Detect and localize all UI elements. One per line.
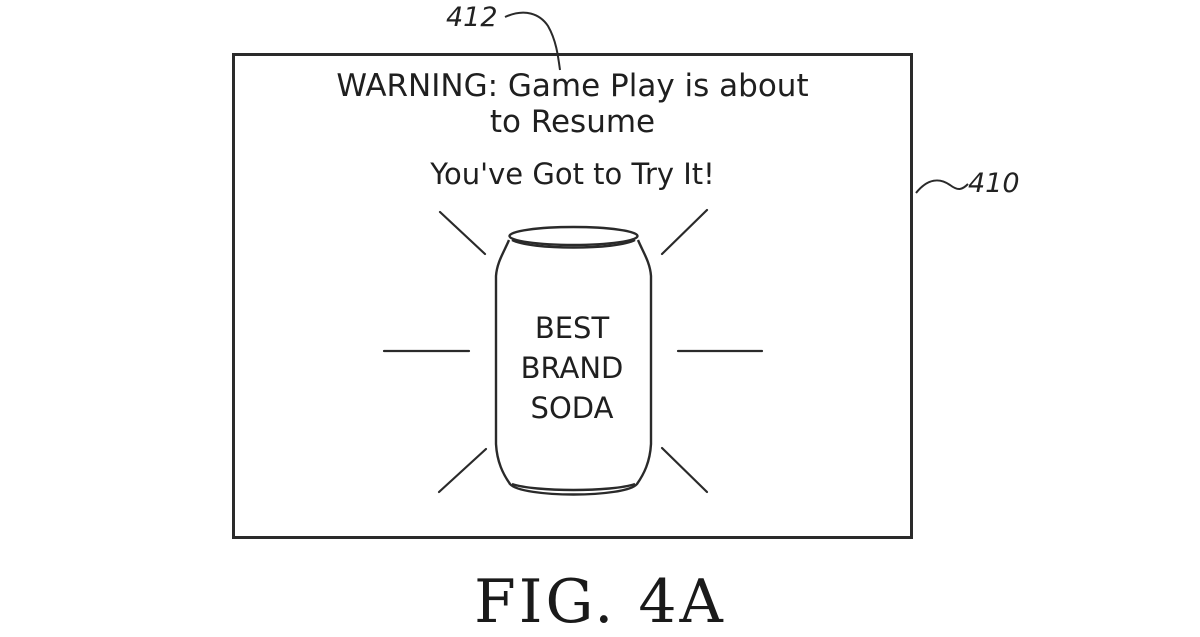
warning-line-1: WARNING: Game Play is about (336, 68, 809, 104)
ray-upper-left (438, 210, 487, 256)
warning-message: WARNING: Game Play is about to Resume (235, 68, 910, 140)
can-bottom-rim (511, 482, 636, 492)
can-body (494, 239, 653, 496)
ad-tagline: You've Got to Try It! (430, 157, 715, 191)
diagram-drawing (382, 11, 969, 496)
can-label-line-2: BRAND (520, 351, 624, 385)
reference-numeral-412: 412 (446, 2, 498, 33)
can-brand-label: BEST BRAND SODA (502, 308, 642, 428)
highlight-rays (382, 208, 764, 494)
can-label-line-3: SODA (530, 391, 614, 425)
can-lid-rim (511, 238, 636, 249)
reference-numeral-410: 410 (968, 168, 1020, 199)
leader-line-412 (504, 11, 561, 71)
figure-caption: FIG. 4A (474, 567, 726, 637)
soda-can-icon (494, 225, 653, 496)
leader-line-410 (915, 179, 969, 194)
can-lid (508, 225, 639, 247)
game-screen-frame: WARNING: Game Play is about to Resume Yo… (232, 53, 913, 539)
can-label-line-1: BEST (534, 311, 610, 345)
ray-upper-right (660, 208, 709, 256)
warning-line-2: to Resume (489, 104, 656, 140)
ray-lower-right (660, 446, 709, 494)
ray-lower-left (437, 447, 488, 494)
